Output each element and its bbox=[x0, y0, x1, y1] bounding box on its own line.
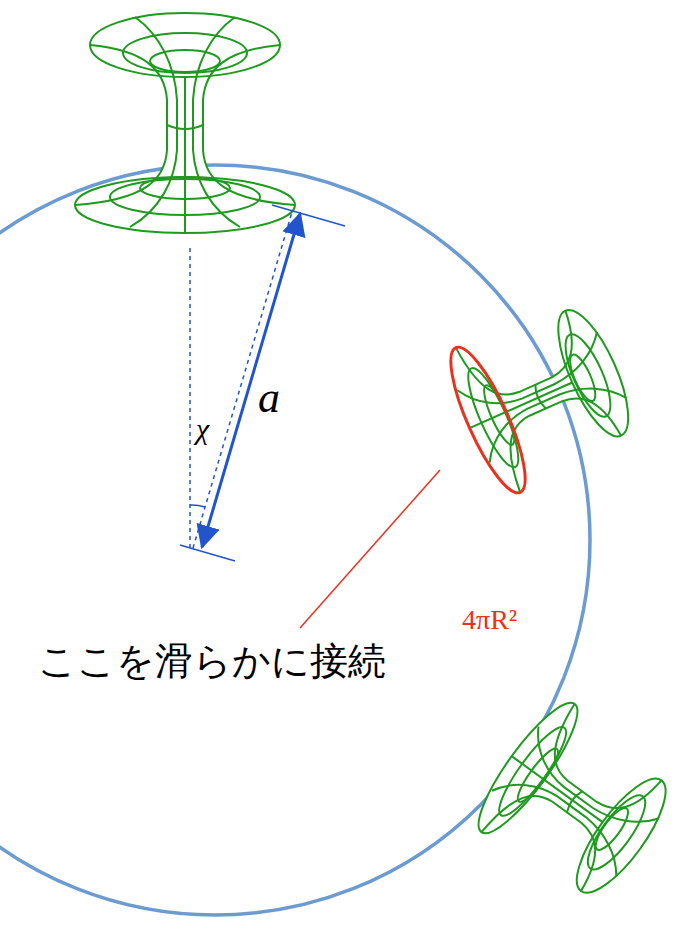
dashed-radius bbox=[193, 212, 292, 548]
dimension-tick bbox=[180, 545, 235, 561]
angle-label: χ bbox=[196, 414, 209, 444]
dimension-arrow bbox=[202, 214, 300, 547]
space-circle bbox=[0, 165, 590, 915]
wormhole-right bbox=[437, 291, 646, 500]
mouth bbox=[75, 177, 295, 233]
leader-line bbox=[300, 470, 440, 628]
joined-mouth bbox=[437, 339, 538, 500]
wormhole-top bbox=[75, 13, 295, 233]
radius-label: a bbox=[258, 376, 280, 420]
dimension-tick bbox=[272, 205, 345, 226]
annotation-text: ここを滑らかに接続 bbox=[38, 642, 386, 680]
mouth bbox=[465, 692, 591, 844]
angle-arc bbox=[190, 505, 205, 507]
wormhole-bottom bbox=[465, 692, 686, 913]
dashed-axis bbox=[189, 245, 191, 548]
area-label: 4πR² bbox=[462, 606, 517, 634]
